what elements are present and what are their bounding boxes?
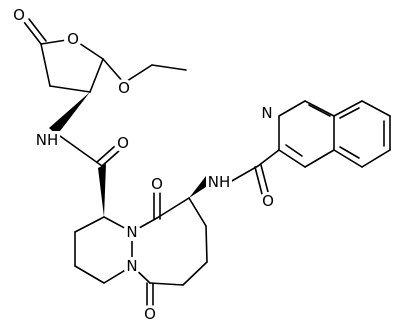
atom-mask: [148, 175, 166, 193]
atom-o-ring-carbonyl-bottom: O: [144, 305, 156, 323]
bond: [23, 21, 42, 45]
bond: [89, 58, 104, 93]
right-amide: [189, 149, 280, 198]
bond: [361, 100, 391, 117]
bond: [28, 18, 47, 42]
ethoxy-group: [102, 58, 187, 84]
bond: [361, 149, 391, 168]
bond: [304, 149, 335, 168]
bond: [278, 100, 306, 117]
bond: [188, 197, 207, 227]
bond: [74, 265, 105, 284]
atom-o-ring-carbonyl-top: O: [151, 175, 163, 193]
atom-mask: [258, 104, 276, 122]
atom-n-isoquinoline: N: [261, 104, 272, 122]
atom-o-lactone-carbonyl: O: [13, 6, 25, 24]
bond: [74, 216, 105, 233]
bond: [339, 107, 360, 119]
atom-mask: [115, 79, 133, 97]
bond: [156, 197, 190, 219]
atom-mask: [34, 131, 60, 149]
atom-mask: [114, 134, 132, 152]
bond: [205, 225, 208, 263]
bond: [333, 149, 363, 168]
atom-mask: [10, 6, 28, 24]
diazepine-ring: [131, 192, 208, 306]
bond: [96, 145, 116, 163]
bond: [229, 165, 259, 183]
atom-n-ring-2: N: [126, 257, 137, 275]
atom-o-amide-right: O: [262, 192, 274, 210]
atom-o-amide-left: O: [117, 134, 129, 152]
atom-mask: [123, 257, 141, 275]
bond: [260, 164, 269, 193]
wedge-bond: [98, 164, 106, 217]
bond: [182, 261, 208, 286]
bond: [257, 149, 280, 167]
bond: [285, 144, 303, 157]
lactone-ring: [23, 18, 104, 93]
bond: [339, 146, 360, 159]
atom-nh-right: NH: [208, 173, 231, 191]
atom-mask: [123, 223, 141, 241]
bond: [254, 166, 263, 195]
atom-mask: [206, 173, 232, 191]
atom-n-ring-1: N: [126, 223, 137, 241]
bond: [149, 282, 184, 286]
bond: [308, 104, 331, 117]
bond: [40, 43, 51, 87]
bond: [49, 85, 91, 93]
left-amide: [49, 92, 121, 217]
bond: [123, 64, 153, 84]
atom-labels: O O O NH O O NH N O N N O: [10, 6, 277, 323]
wedge-bond: [49, 92, 90, 135]
atom-nh-left: NH: [36, 131, 59, 149]
bond: [151, 64, 187, 71]
pyridazine-ring: [74, 216, 133, 284]
atom-mask: [141, 305, 159, 323]
bond: [278, 149, 306, 168]
atom-o-ring: O: [67, 30, 79, 48]
atom-o-ethoxy: O: [118, 79, 130, 97]
bond: [102, 58, 125, 84]
bond: [304, 100, 335, 117]
isoquinoline-ring: [278, 100, 391, 168]
bond: [333, 100, 363, 117]
atom-mask: [64, 30, 82, 48]
atom-mask: [259, 192, 277, 210]
bond: [52, 130, 103, 167]
bond: [101, 149, 121, 167]
